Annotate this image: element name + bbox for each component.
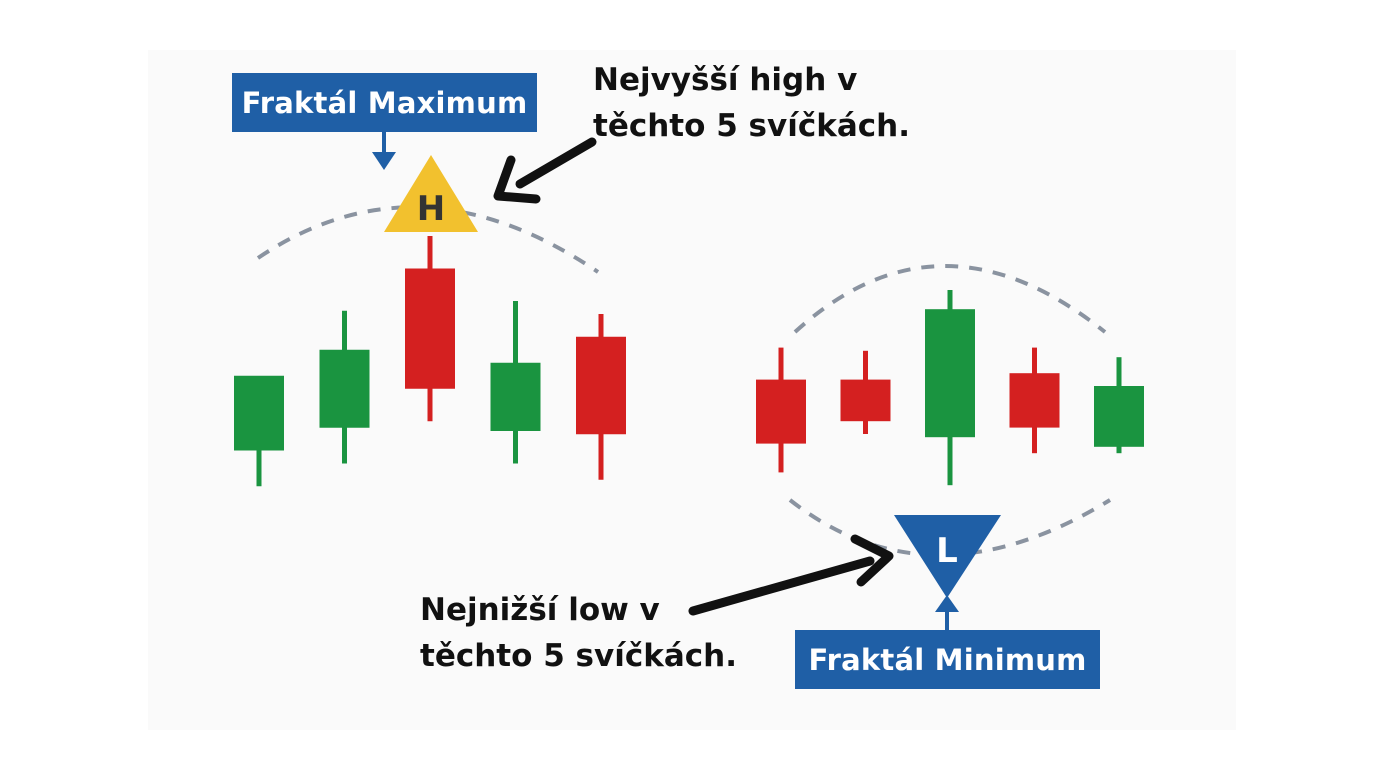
candle-body	[1094, 386, 1144, 447]
fractal-high-candle-1	[234, 375, 284, 487]
fractal-low-candle-3	[925, 290, 975, 486]
low-dashed-arc-top	[793, 264, 1107, 334]
candle-body	[756, 379, 806, 444]
min-connector-arrow	[935, 595, 959, 630]
fractal-minimum-label: Fraktál Minimum	[795, 630, 1100, 689]
max-connector-arrow	[372, 132, 396, 170]
high-note-line-2: těchto 5 svíčkách.	[593, 108, 910, 144]
fractal-high-candle-3	[405, 236, 455, 422]
low-note-line-1: Nejnižší low v	[420, 592, 660, 628]
high-note-line-1: Nejvyšší high v	[593, 62, 858, 98]
candle-body	[576, 336, 626, 435]
low-dashed-arc-bottom	[788, 498, 1112, 557]
high-annotation-arrow	[493, 137, 597, 204]
high-marker: H	[384, 155, 478, 232]
candle-body	[234, 375, 284, 451]
fractal-minimum-text: Fraktál Minimum	[808, 642, 1087, 677]
candle-body	[1009, 373, 1060, 428]
fractal-low-candle-4	[1009, 347, 1060, 454]
fractal-high-candle-2	[319, 310, 370, 464]
fractal-low-candle-5	[1094, 357, 1144, 454]
fractal-maximum-label: Fraktál Maximum	[232, 73, 537, 132]
fractal-low-candle-2	[840, 350, 891, 434]
fractal-maximum-text: Fraktál Maximum	[241, 85, 528, 120]
fractal-high-candle-5	[576, 314, 626, 480]
high-annotation-text: Nejvyšší high v těchto 5 svíčkách.	[593, 57, 910, 149]
candle-body	[925, 309, 975, 438]
high-marker-letter: H	[417, 189, 445, 229]
fractal-low-candle-1	[756, 347, 806, 473]
low-note-line-2: těchto 5 svíčkách.	[420, 638, 737, 674]
low-annotation-text: Nejnižší low v těchto 5 svíčkách.	[420, 587, 737, 679]
low-marker-letter: L	[936, 531, 958, 571]
low-marker: L	[894, 515, 1001, 598]
candles-layer	[234, 236, 1144, 487]
candle-body	[319, 349, 370, 428]
low-annotation-arrow	[688, 534, 894, 616]
candle-body	[405, 268, 455, 389]
fractal-high-candle-4	[490, 301, 541, 464]
candle-body	[840, 379, 891, 422]
candle-body	[490, 362, 541, 431]
